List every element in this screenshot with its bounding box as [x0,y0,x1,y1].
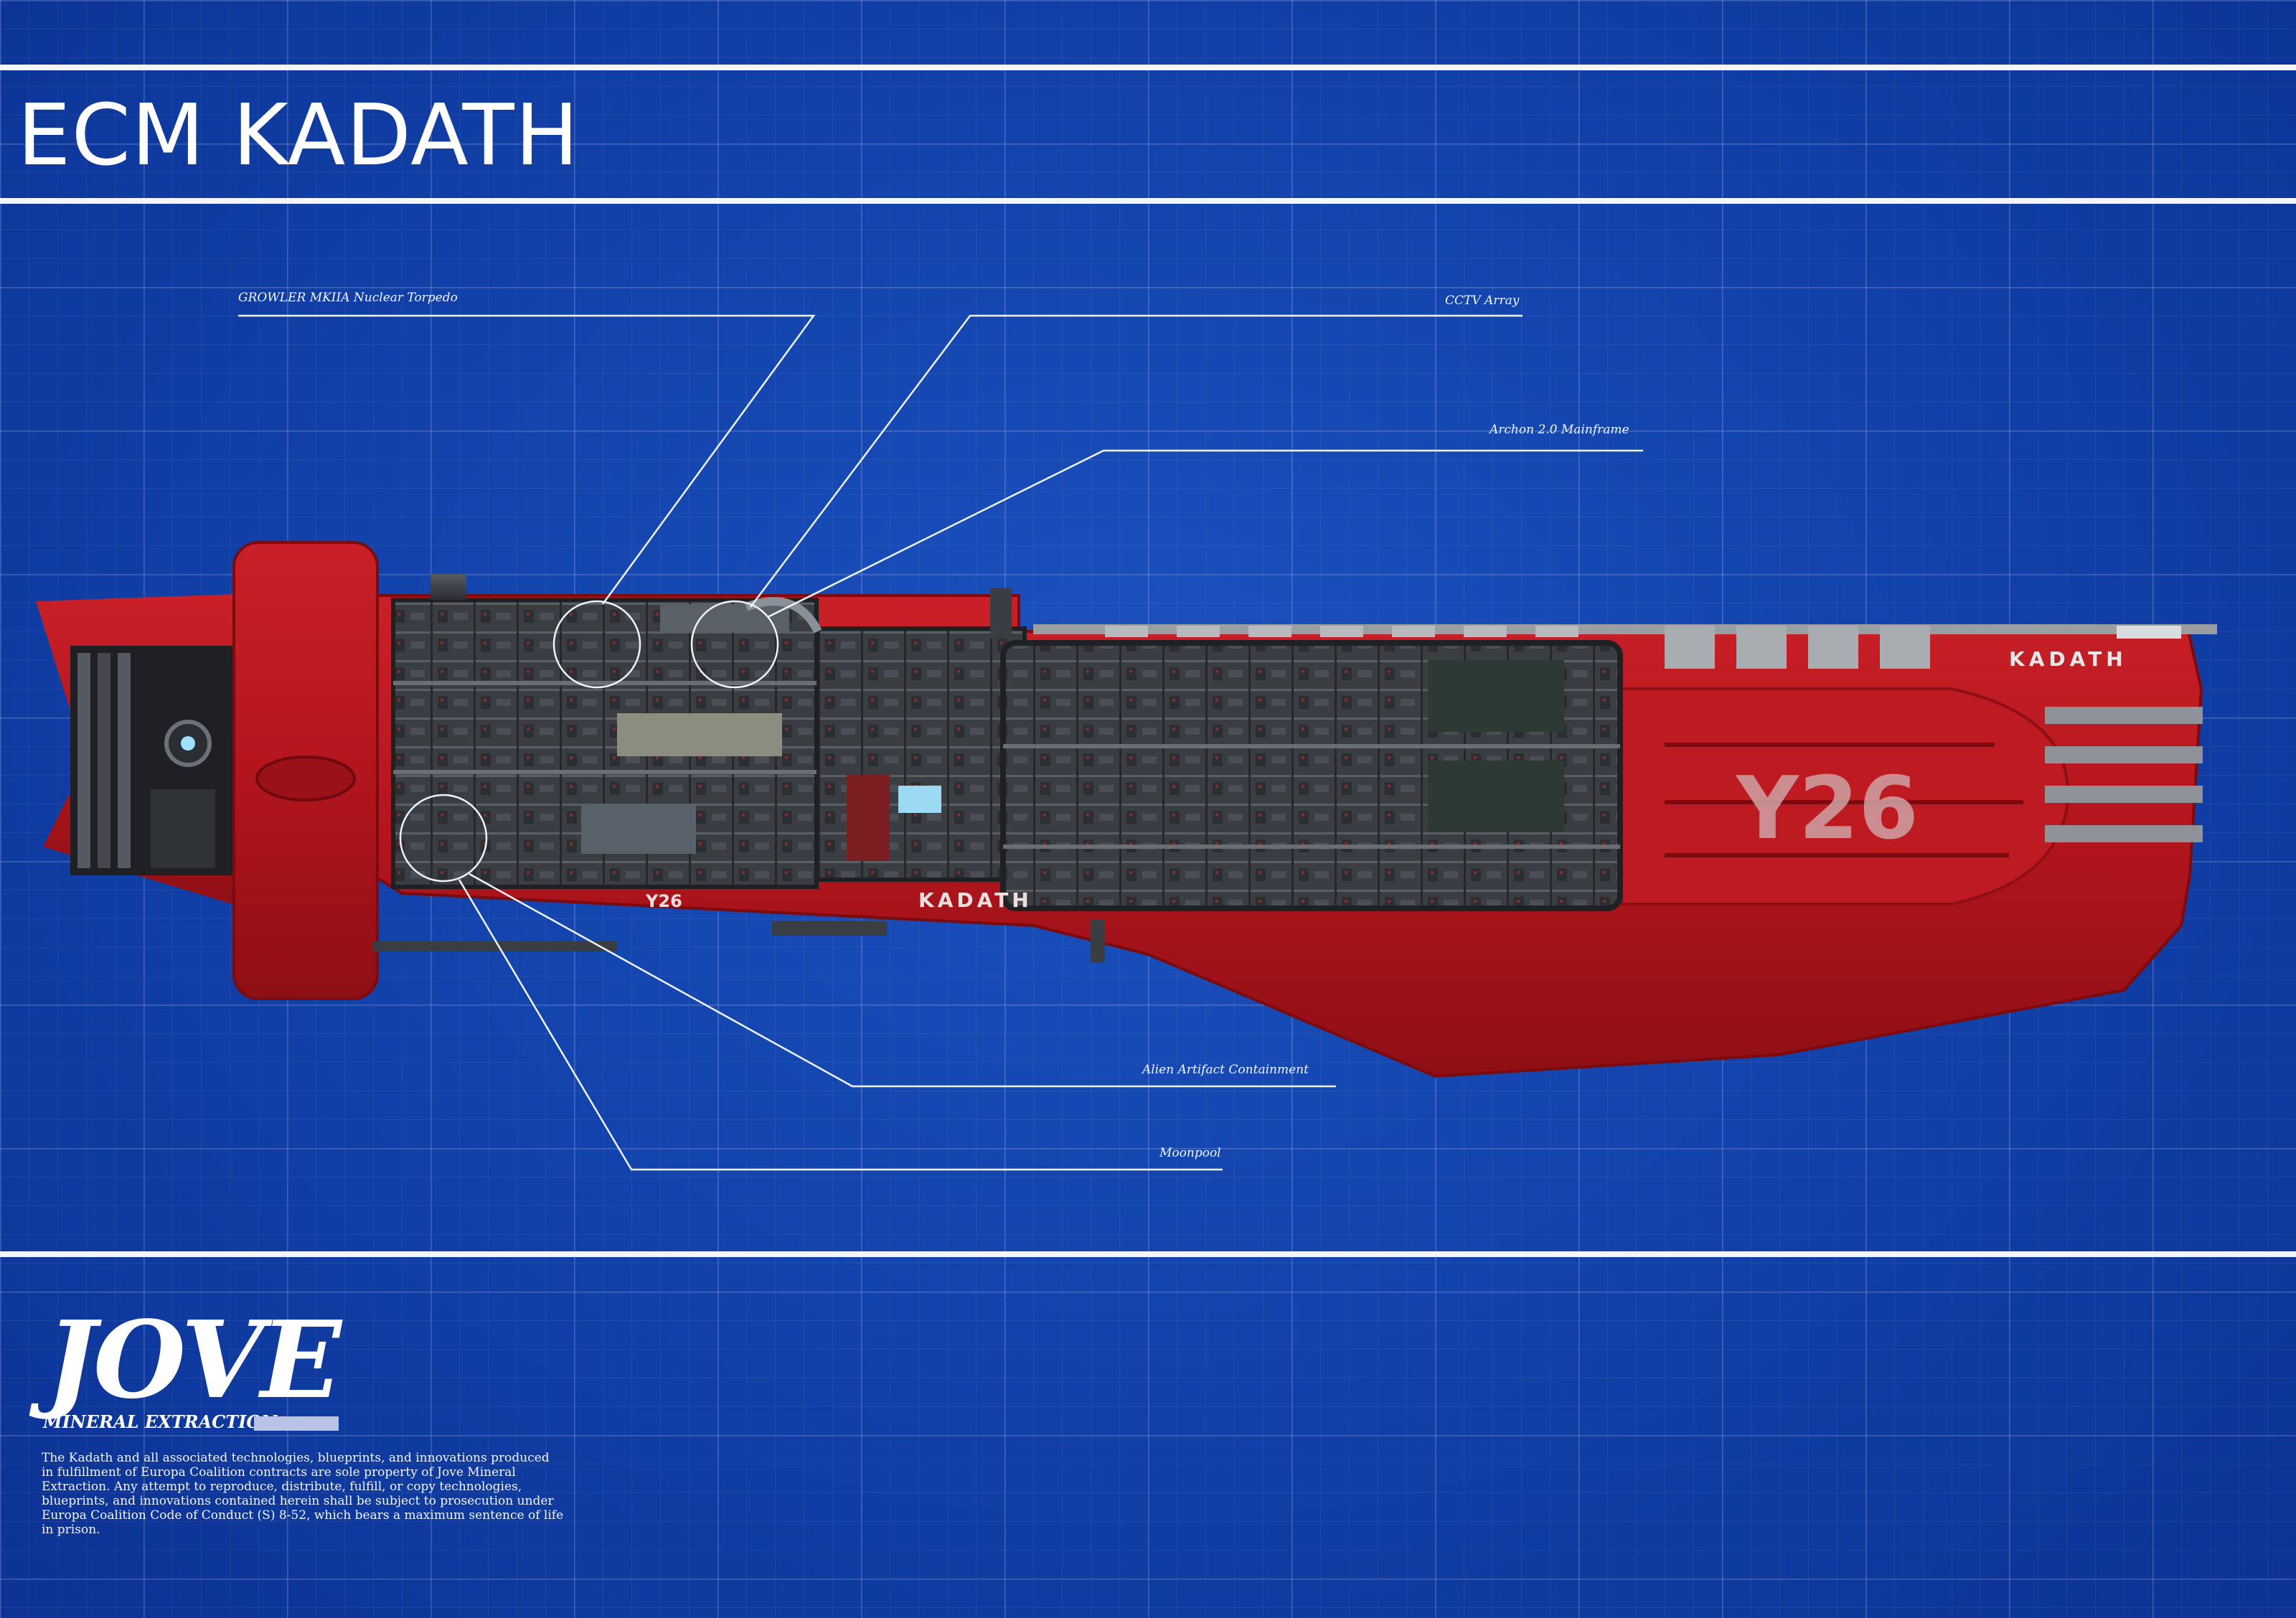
interior-cutaway [373,574,1623,963]
top-rule [0,65,2296,70]
moonpool-callout-circle [399,794,488,883]
moonpool-leader-line [458,879,1223,1171]
hull-name-marking: KADATH [2009,647,2127,671]
cctv-callout-circle [690,600,779,689]
torpedo-leader-line [238,314,816,605]
hull-markings: KADATH Y26 Y26 KADATH [645,647,2127,912]
callout-moonpool-label: Moonpool [1159,1146,1221,1160]
page-title: ECM KADATH [17,85,580,184]
forward-ring [232,541,379,1000]
title-rule [0,198,2296,204]
logo-tagline: MINERAL EXTRACTION [43,1411,278,1432]
callout-torpedo-label: GROWLER MKIIA Nuclear Torpedo [238,291,458,305]
callout-cctv-label: CCTV Array [1445,293,1520,308]
callout-lines [238,314,1643,1171]
callout-alien-label: Alien Artifact Containment [1142,1063,1309,1077]
cctv-leader-line [750,314,1523,608]
hull-number-marking: Y26 [1735,759,1919,859]
alien-leader-line [469,873,1336,1088]
archon-leader-line [767,449,1643,618]
callout-archon-label: Archon 2.0 Mainframe [1490,423,1629,437]
lower-hull-number: Y26 [645,891,682,911]
jove-logo: JOVE MINERAL EXTRACTION [40,1306,356,1435]
propeller-assembly [36,594,237,906]
logo-wordmark: JOVE [46,1297,342,1422]
footer-rule [0,1251,2296,1257]
callout-circles [399,600,779,883]
legal-notice: The Kadath and all associated technologi… [42,1451,564,1537]
lower-hull-name: KADATH [918,888,1032,912]
torpedo-callout-circle [552,600,641,689]
logo-bar [254,1416,339,1431]
